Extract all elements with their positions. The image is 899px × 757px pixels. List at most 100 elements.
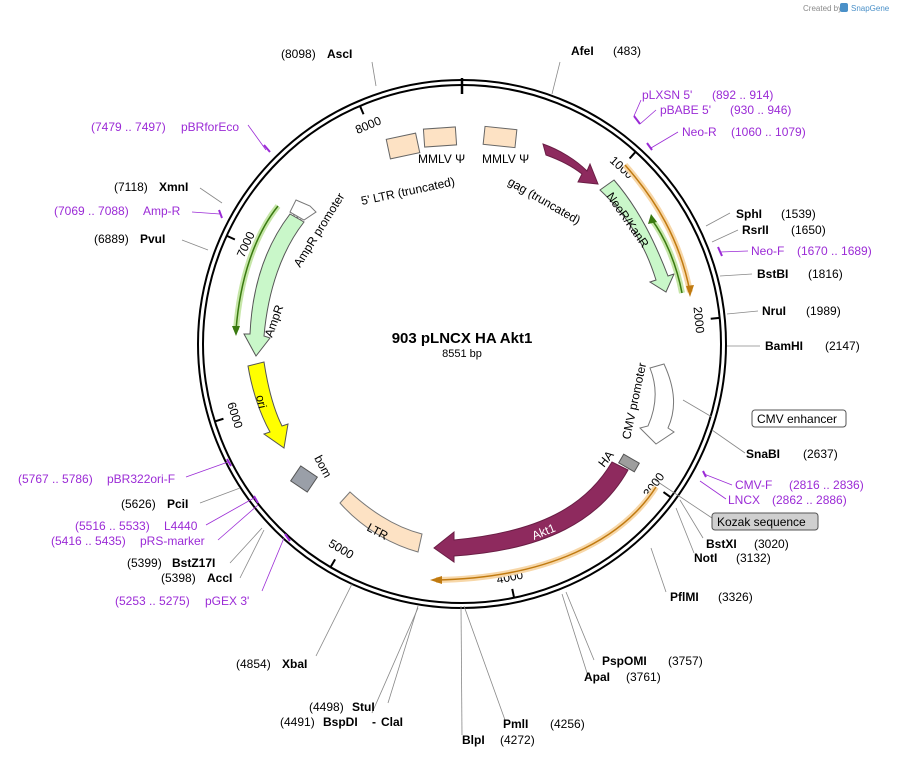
primer-name-plxsn[interactable]: pLXSN 5' [642,88,692,102]
primer-name-l4440[interactable]: L4440 [164,519,198,533]
site-name-notI[interactable]: NotI [694,551,717,565]
primer-mark-neo-f [717,246,723,257]
site-name-stuI[interactable]: StuI [352,700,375,714]
site-name-snaBI[interactable]: SnaBI [746,447,780,461]
site-pos-snaBI: (2637) [803,447,838,461]
label-mmlv-psi-2: MMLV Ψ [482,152,529,166]
site-pos-ascI: (8098) [281,47,316,61]
leader-l4440 [205,497,255,526]
feature-mmlv-psi-1-box[interactable] [422,126,458,148]
site-pos-pflMI: (3326) [718,590,753,604]
feature-gag-arrow[interactable] [542,143,599,185]
primer-name-prs-marker[interactable]: pRS-marker [140,534,205,548]
leader-pvuI [181,239,209,251]
primer-range-pbrforeco: (7479 .. 7497) [91,120,166,134]
leader-notI [675,507,695,554]
site-name-claI[interactable]: ClaI [381,715,403,729]
site-pos-nruI: (1989) [806,304,841,318]
primer-range-pbabe: (930 .. 946) [730,103,791,117]
cmv-enhancer-box[interactable] [751,409,847,428]
site-pos-xmnI: (7118) [114,180,148,194]
label-ori: ori [253,394,269,410]
site-name-nruI[interactable]: NruI [762,304,786,318]
site-pos-rsrII: (1650) [791,223,826,237]
feature-cmv-promoter-arrow[interactable] [639,363,675,445]
site-name-afeI[interactable]: AfeI [571,44,594,58]
site-name-bamHI[interactable]: BamHI [765,339,803,353]
feature-5ltr-box[interactable] [385,132,421,160]
credit-brand: SnapGene [851,4,890,13]
site-name-pflMI[interactable]: PflMI [670,590,699,604]
primer-name-lncx[interactable]: LNCX [728,493,760,507]
site-name-accI[interactable]: AccI [207,571,232,585]
feature-ori-arrow[interactable] [247,361,289,449]
tick-mark-7000 [226,234,236,241]
site-name-pciI[interactable]: PciI [167,497,188,511]
primer-name-neo-r[interactable]: Neo-R [682,125,717,139]
leader-rsrII [711,229,739,243]
site-name-apaI[interactable]: ApaI [584,670,610,684]
feature-ampr-promoter-arrow[interactable] [289,199,317,221]
site-name-xbaI[interactable]: XbaI [282,657,307,671]
leader-bstXI [679,499,704,539]
feature-ampr-arrow[interactable] [243,213,305,357]
primer-name-neo-f[interactable]: Neo-F [751,244,784,258]
site-name-pspOMI[interactable]: PspOMI [602,654,647,668]
label-5ltr: 5' LTR (truncated) [360,174,456,208]
feature-akt1-arrow[interactable] [433,461,629,563]
leader-snaBI [711,429,746,454]
site-name-pvuI[interactable]: PvuI [140,232,165,246]
tick-label-6000: 6000 [224,400,245,430]
site-sep-claI: - [372,715,376,729]
feature-bom-box[interactable] [289,465,319,493]
primer-name-amp-r[interactable]: Amp-R [143,204,181,218]
tick-mark-6000 [214,417,224,423]
site-name-blpI[interactable]: BlpI [462,733,485,747]
site-pos-pciI: (5626) [121,497,156,511]
feature-neor-arrow[interactable] [599,179,675,293]
feature-mmlv-psi-2-box[interactable] [482,125,518,149]
leader-xbaI [315,583,353,657]
site-pos-stuI: (4498) [309,700,344,714]
leader-pbr322ori-f [185,461,229,478]
leader-pflMI [650,547,667,593]
site-pos-bamHI: (2147) [825,339,860,353]
site-name-bspDI[interactable]: BspDI [323,715,358,729]
leader-cmv-f [703,473,733,486]
orf-neo-inner-line [651,219,683,294]
tick-label-8000: 8000 [353,113,383,137]
orf-akt1-head [430,576,442,584]
primer-name-pbabe[interactable]: pBABE 5' [660,103,711,117]
site-pos-bstZ17I: (5399) [127,556,162,570]
site-name-bstBI[interactable]: BstBI [757,267,788,281]
tick-mark-4000 [511,588,516,598]
primer-name-pbr322ori-f[interactable]: pBR322ori-F [107,472,175,486]
site-name-xmnI[interactable]: XmnI [159,180,188,194]
feature-ha-box[interactable] [618,453,640,473]
primer-name-cmv-f[interactable]: CMV-F [735,478,772,492]
leader-pspOMI [565,591,595,661]
orf-akt1-line [435,486,657,581]
primer-range-amp-r: (7069 .. 7088) [54,204,129,218]
leader-pBABE [639,109,657,125]
orf-neo-inner-head [648,214,657,224]
leader-pLXSN [633,99,642,117]
leader-amp-r [191,211,221,215]
leader-lines [181,61,760,736]
site-pos-bstXI: (3020) [754,537,789,551]
site-name-rsrII[interactable]: RsrII [742,223,769,237]
site-name-pmlI[interactable]: PmlI [503,717,528,731]
primer-range-plxsn: (892 .. 914) [712,88,773,102]
feature-ltr-box[interactable] [339,491,423,553]
site-name-ascI[interactable]: AscI [327,47,352,61]
site-name-bstXI[interactable]: BstXI [706,537,737,551]
site-name-bstZ17I[interactable]: BstZ17I [172,556,215,570]
primer-mark-pgex3 [284,533,291,542]
primer-name-pgex3[interactable]: pGEX 3' [205,594,249,608]
primer-name-pbrforeco[interactable]: pBRforEco [181,120,239,134]
site-name-sphI[interactable]: SphI [736,207,762,221]
site-pos-bspDI: (4491) [280,715,315,729]
kozak-sequence-box[interactable] [711,512,819,531]
credit: Created by SnapGene [803,3,890,13]
